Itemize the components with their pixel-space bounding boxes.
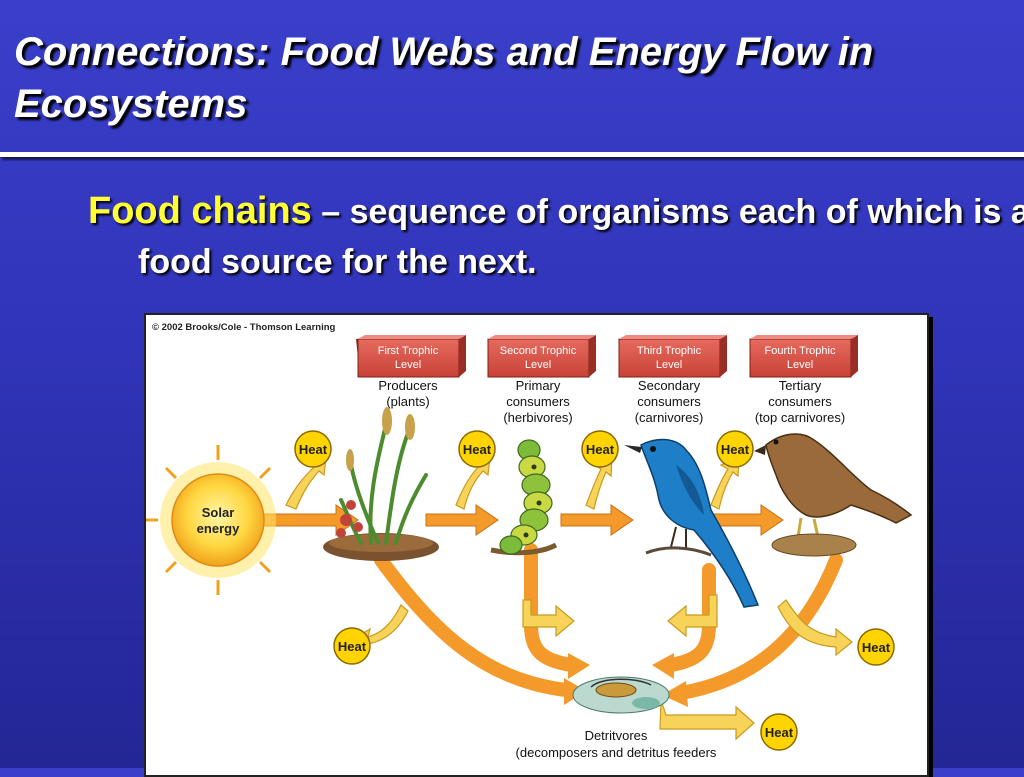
hawk-illustration	[754, 433, 913, 557]
heat-label-1: Heat	[299, 442, 328, 457]
sun-icon: Solar energy	[146, 445, 292, 595]
level-box-2: Second Trophic Level	[487, 335, 596, 378]
heat-label-7: Heat	[765, 725, 794, 740]
heat-label-2: Heat	[463, 442, 492, 457]
tertiary-label: Tertiary	[779, 378, 822, 393]
plants-illustration	[323, 407, 439, 561]
bird-illustration	[624, 438, 760, 608]
tertiary-type: (top carnivores)	[755, 410, 845, 425]
heat-label-5: Heat	[338, 639, 367, 654]
level-4-title: Fourth Trophic	[765, 345, 836, 357]
heat-icon: Heat	[760, 713, 798, 751]
heat-label-3: Heat	[586, 442, 615, 457]
detritus-flow-arrows	[374, 543, 843, 700]
tertiary-sublabel: consumers	[768, 394, 832, 409]
level-box-1: First Trophic Level	[356, 335, 466, 378]
heat-icon: Heat	[294, 430, 332, 468]
primary-sublabel: consumers	[506, 394, 570, 409]
heat-label-6: Heat	[862, 640, 891, 655]
level-box-4: Fourth Trophic Level	[749, 335, 858, 378]
bullet-definition: sequence of organisms each of which is a…	[138, 193, 1024, 281]
level-1-title: First Trophic	[378, 345, 439, 357]
copyright-text: © 2002 Brooks/Cole - Thomson Learning	[152, 322, 336, 333]
title-divider	[0, 152, 1024, 157]
food-chain-diagram: © 2002 Brooks/Cole - Thomson Learning Fi…	[146, 322, 913, 760]
bullet-food-chains: Food chains – sequence of organisms each…	[88, 186, 1024, 287]
bullet-dash: –	[311, 193, 350, 231]
secondary-label: Secondary	[638, 378, 701, 393]
level-3-title: Third Trophic	[637, 345, 702, 357]
heat-icon: Heat	[716, 430, 754, 468]
heat-icon: Heat	[458, 430, 496, 468]
bullet-term: Food chains	[88, 190, 312, 232]
food-chain-figure: © 2002 Brooks/Cole - Thomson Learning Fi…	[144, 313, 929, 777]
producers-sublabel: (plants)	[386, 394, 429, 409]
primary-type: (herbivores)	[503, 410, 572, 425]
heat-icon: Heat	[333, 627, 371, 665]
level-2-title: Second Trophic	[500, 345, 577, 357]
heat-loss-arrows	[285, 456, 853, 741]
level-2-subtitle: Level	[525, 359, 551, 371]
detritivores-sublabel: (decomposers and detritus feeders	[516, 745, 717, 760]
level-1-subtitle: Level	[395, 359, 421, 371]
solar-label: Solar	[202, 505, 235, 520]
level-box-3: Third Trophic Level	[618, 335, 727, 378]
level-4-subtitle: Level	[787, 359, 813, 371]
heat-icon: Heat	[581, 430, 619, 468]
caterpillar-illustration	[490, 439, 558, 556]
secondary-type: (carnivores)	[635, 410, 704, 425]
level-3-subtitle: Level	[656, 359, 682, 371]
detritivores-illustration	[572, 676, 670, 714]
heat-label-4: Heat	[721, 442, 750, 457]
primary-label: Primary	[516, 378, 561, 393]
secondary-sublabel: consumers	[637, 394, 701, 409]
producers-label: Producers	[378, 378, 438, 393]
solar-sublabel: energy	[197, 521, 240, 536]
detritivores-label: Detritvores	[585, 728, 648, 743]
heat-icon: Heat	[857, 628, 895, 666]
slide-title: Connections: Food Webs and Energy Flow i…	[14, 30, 874, 126]
heat-markers: Heat Heat Heat Heat Heat Heat Heat	[294, 430, 895, 751]
